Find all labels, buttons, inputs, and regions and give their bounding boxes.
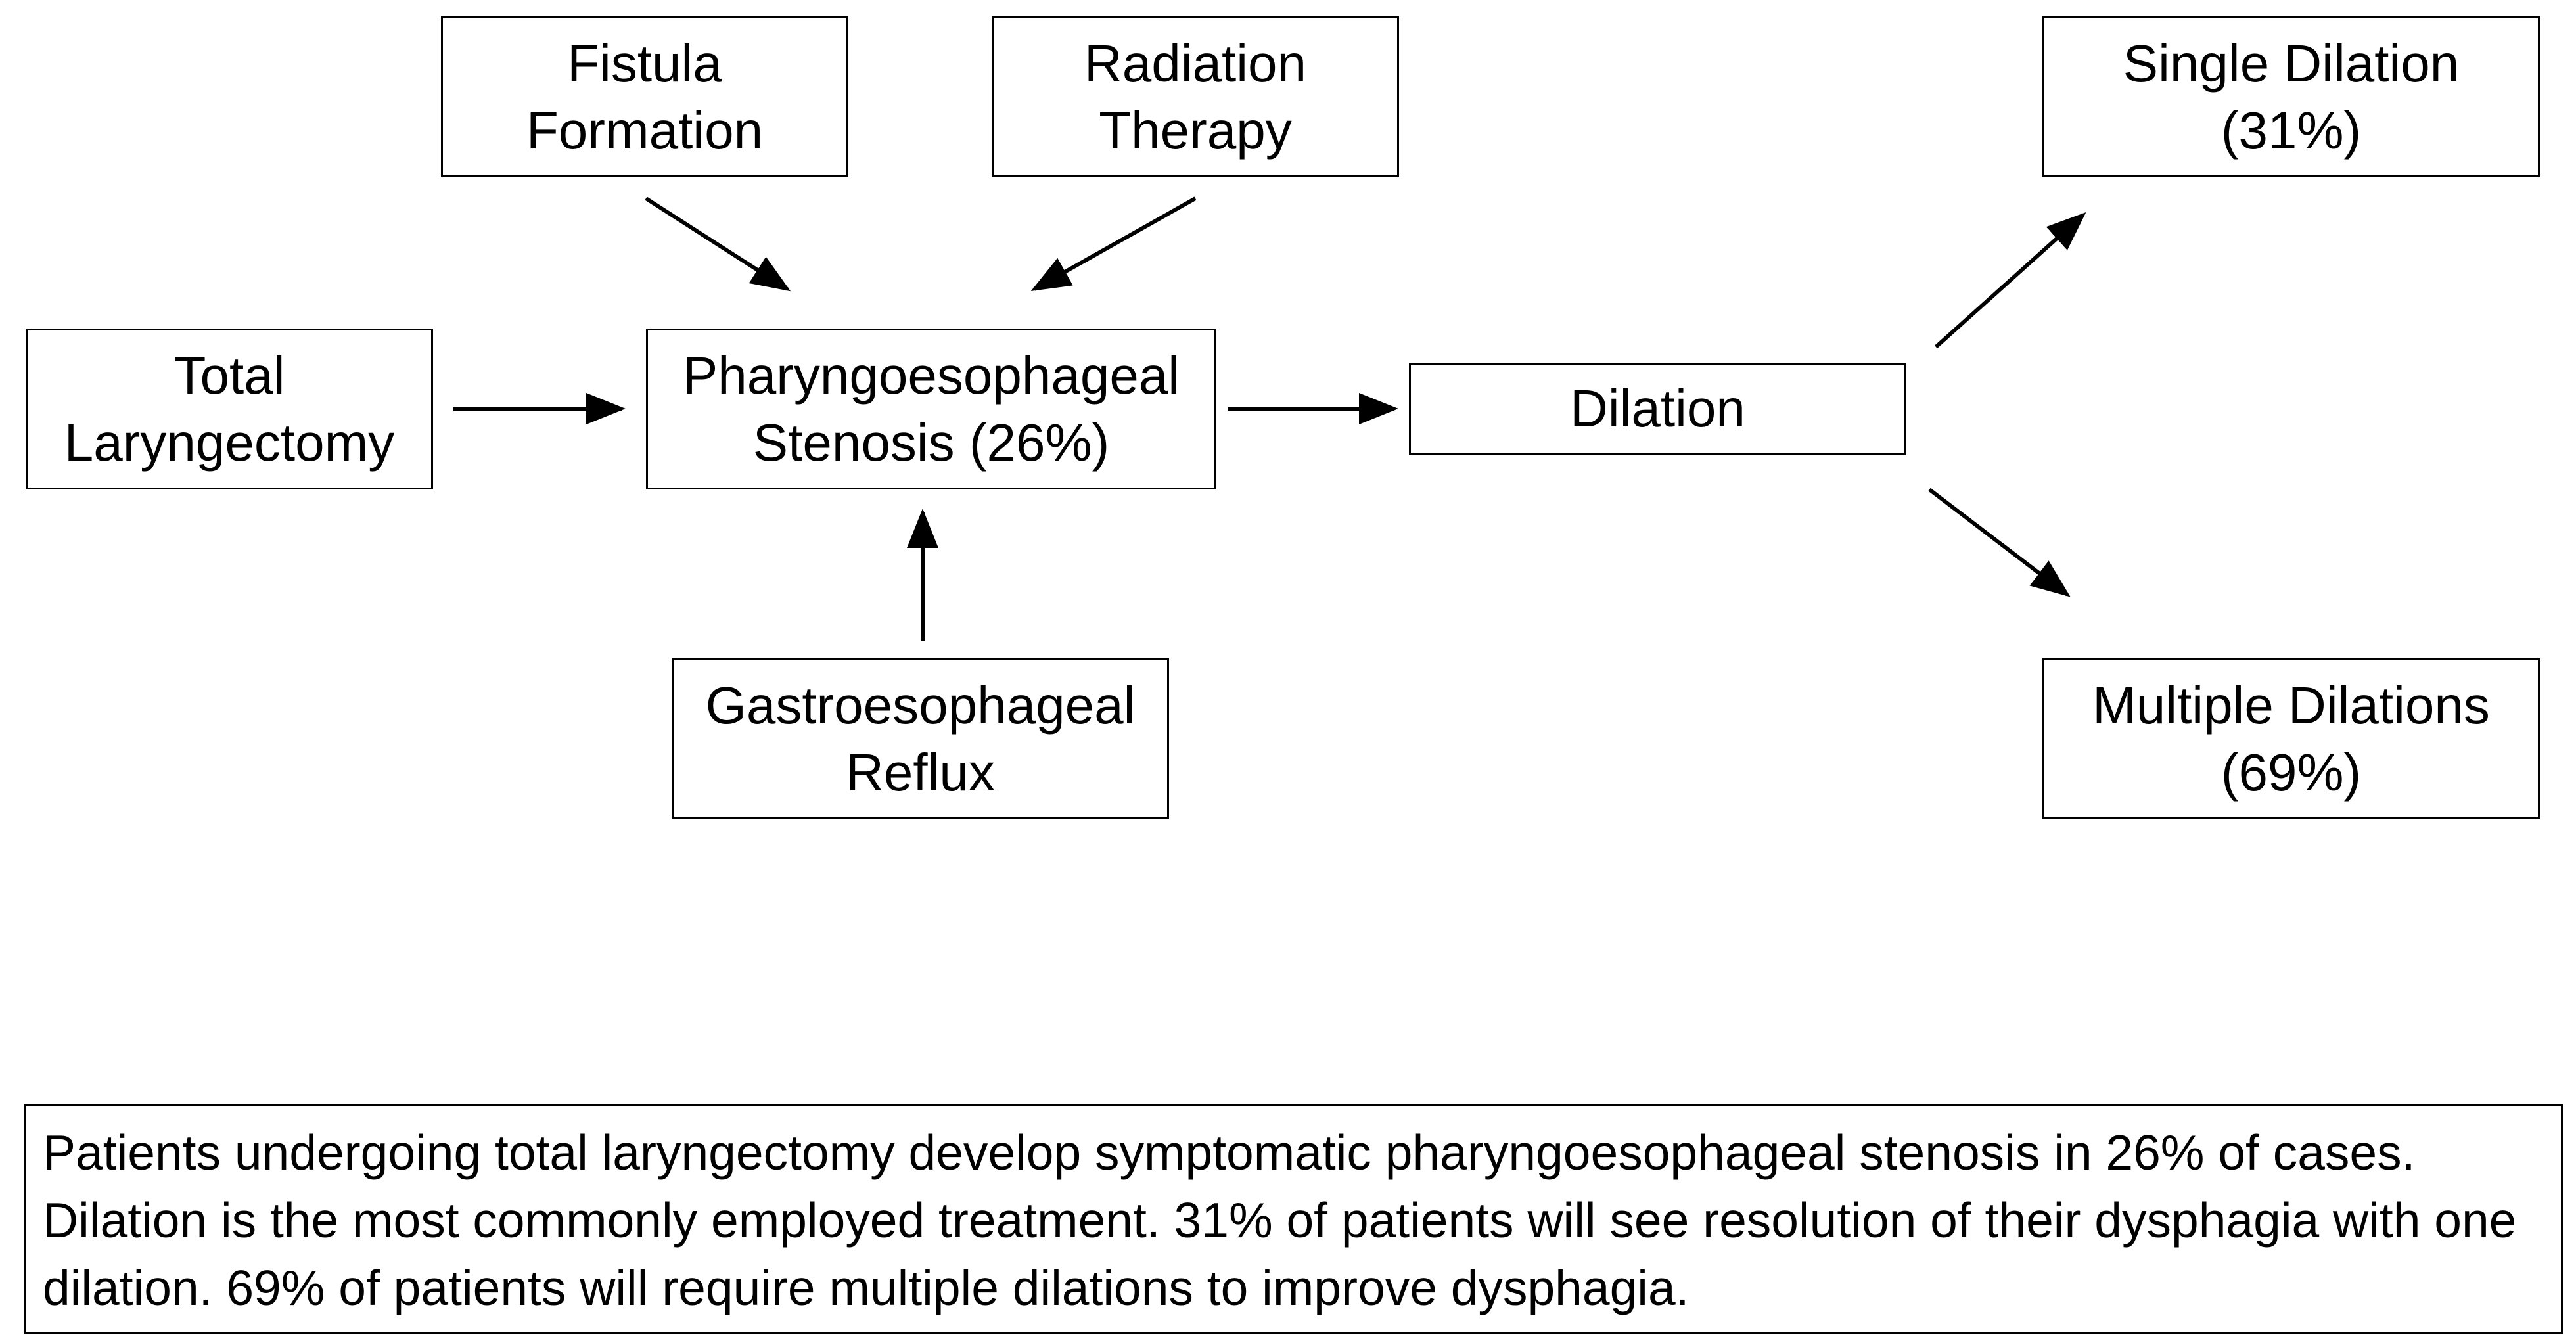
arrow-dilation-to-single — [1934, 212, 2086, 349]
node-label: Radiation Therapy — [1084, 34, 1306, 160]
node-dilation: Dilation — [1409, 363, 1906, 455]
node-label: Dilation — [1570, 379, 1745, 438]
arrow-fistula-to-stenosis — [645, 196, 791, 292]
summary-text: Patients undergoing total laryngectomy d… — [43, 1125, 2517, 1315]
node-multiple-dilations: Multiple Dilations (69%) — [2042, 658, 2540, 819]
node-fistula-formation: Fistula Formation — [441, 16, 848, 177]
node-label: Single Dilation (31%) — [2123, 34, 2460, 160]
arrow-layer — [453, 196, 2086, 641]
node-single-dilation: Single Dilation (31%) — [2042, 16, 2540, 177]
node-label: Gastroesophageal Reflux — [705, 675, 1136, 802]
node-radiation-therapy: Radiation Therapy — [992, 16, 1399, 177]
summary-text-box: Patients undergoing total laryngectomy d… — [24, 1104, 2563, 1334]
node-label: Multiple Dilations (69%) — [2092, 675, 2490, 802]
node-gastroesophageal-reflux: Gastroesophageal Reflux — [672, 658, 1169, 819]
node-pharyngoesophageal-stenosis: Pharyngoesophageal Stenosis (26%) — [646, 329, 1216, 489]
arrow-dilation-to-multiple — [1928, 488, 2071, 597]
node-total-laryngectomy: Total Laryngectomy — [26, 329, 433, 489]
node-label: Total Laryngectomy — [64, 346, 395, 472]
node-label: Pharyngoesophageal Stenosis (26%) — [682, 346, 1180, 472]
node-label: Fistula Formation — [526, 34, 764, 160]
arrow-radiation-to-stenosis — [1030, 196, 1197, 291]
